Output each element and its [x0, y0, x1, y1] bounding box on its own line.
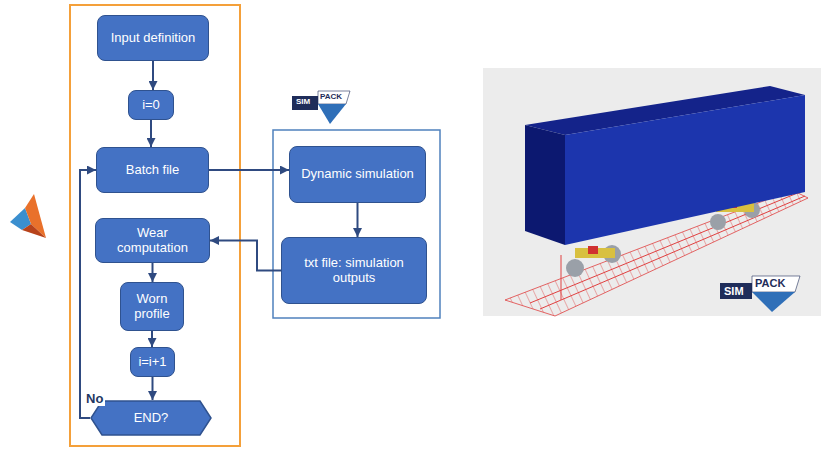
- simpack-logo: [292, 91, 350, 124]
- edge-label: No: [84, 392, 105, 406]
- logo-text: PACK: [320, 92, 342, 101]
- node-text: Worn profile: [125, 292, 179, 322]
- hexagon-shape: [91, 401, 211, 435]
- flow-arrow: [152, 61, 154, 90]
- node-text: END?: [134, 411, 169, 426]
- process-box: Batch file: [96, 147, 209, 193]
- node-text: Batch file: [126, 163, 179, 178]
- wagon-side: [565, 95, 805, 245]
- process-box: i=i+1: [130, 347, 175, 377]
- node-text: txt file: simulation outputs: [286, 256, 422, 286]
- process-box: Input definition: [97, 15, 209, 61]
- flow-arrow: [210, 241, 281, 271]
- logo-part: [22, 224, 46, 238]
- logo-text: PACK: [755, 277, 785, 289]
- logo-part: [752, 276, 800, 292]
- wagon-end: [525, 125, 565, 245]
- flow-arrow: [209, 169, 289, 171]
- node-text: Input definition: [111, 31, 196, 46]
- flow-arrow: [80, 170, 96, 418]
- flow-arrow: [357, 203, 359, 237]
- flow-arrow: [152, 377, 154, 400]
- logo-part: [720, 283, 752, 299]
- flow-arrow: [151, 331, 153, 347]
- bogie: [566, 245, 621, 277]
- wheel: [710, 214, 726, 230]
- node-text: i=0: [142, 98, 160, 113]
- matlab-logo: [10, 194, 46, 238]
- process-box: Worn profile: [120, 282, 184, 331]
- simpack-frame: [273, 130, 440, 318]
- spring: [588, 246, 598, 254]
- logo-text: SIM: [296, 97, 310, 106]
- process-box: Wear computation: [95, 218, 210, 263]
- process-box: txt file: simulation outputs: [281, 237, 427, 304]
- marker-line: [561, 255, 562, 300]
- node-text: Wear computation: [100, 226, 205, 256]
- flow-arrow: [150, 120, 152, 147]
- logo-part: [292, 96, 318, 110]
- process-box: i=0: [128, 90, 174, 120]
- process-box: Dynamic simulation: [289, 146, 426, 203]
- logo-part: [318, 91, 350, 104]
- render-background: [483, 68, 821, 316]
- simpack-logo: [720, 276, 800, 312]
- flow-arrow: [152, 263, 154, 282]
- matlab-frame: [70, 5, 240, 446]
- node-text: Dynamic simulation: [301, 167, 414, 182]
- logo-part: [318, 104, 346, 124]
- wheel: [566, 259, 584, 277]
- decision-hexagon: END?: [90, 400, 212, 436]
- logo-part: [752, 292, 795, 312]
- node-text: i=i+1: [138, 355, 166, 370]
- logo-text: SIM: [724, 285, 744, 297]
